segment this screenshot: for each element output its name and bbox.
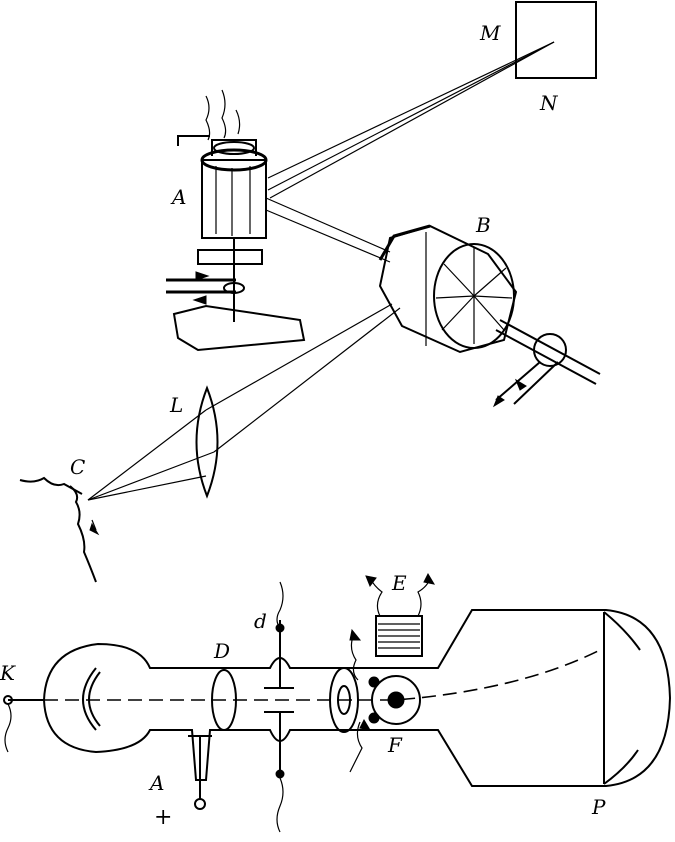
label-p: P [591, 795, 606, 819]
drum-spokes [435, 248, 513, 344]
label-l: L [169, 393, 183, 417]
lens-l [195, 385, 219, 499]
anode-a [188, 735, 212, 810]
label-f: F [387, 733, 403, 757]
label-k: K [0, 661, 16, 685]
label-m: M [479, 21, 501, 45]
rotating-drum-b [378, 224, 601, 408]
second-diaphragm [329, 667, 359, 733]
deflection-plates-d [264, 581, 294, 833]
label-e: E [391, 571, 407, 595]
rays-a-to-screen [267, 41, 555, 199]
electron-beam [44, 649, 601, 701]
screen-mn [515, 1, 597, 79]
magnetic-coil-e [365, 572, 436, 657]
rays-a-to-b [265, 197, 391, 263]
cathode-k [3, 667, 101, 753]
label-d-small: d [254, 609, 267, 633]
rays-c-to-b [87, 303, 401, 501]
electrode-f [349, 628, 421, 773]
label-n: N [539, 91, 559, 115]
label-c: C [70, 455, 85, 479]
label-plus: + [154, 805, 172, 830]
tube-envelope [42, 609, 672, 787]
labels: M N A B L C E d D K F A + P [0, 21, 606, 830]
source-c [19, 476, 100, 583]
fluorescent-screen-p [603, 611, 641, 785]
rotating-cylinder-a [166, 89, 306, 352]
label-a-bottom: A [148, 771, 164, 795]
label-b: B [475, 213, 491, 237]
label-d: D [213, 639, 230, 663]
optical-apparatus [19, 1, 601, 583]
label-a-top: A [170, 185, 186, 209]
cathode-ray-tube [3, 572, 672, 833]
diaphragm-d [211, 669, 237, 731]
